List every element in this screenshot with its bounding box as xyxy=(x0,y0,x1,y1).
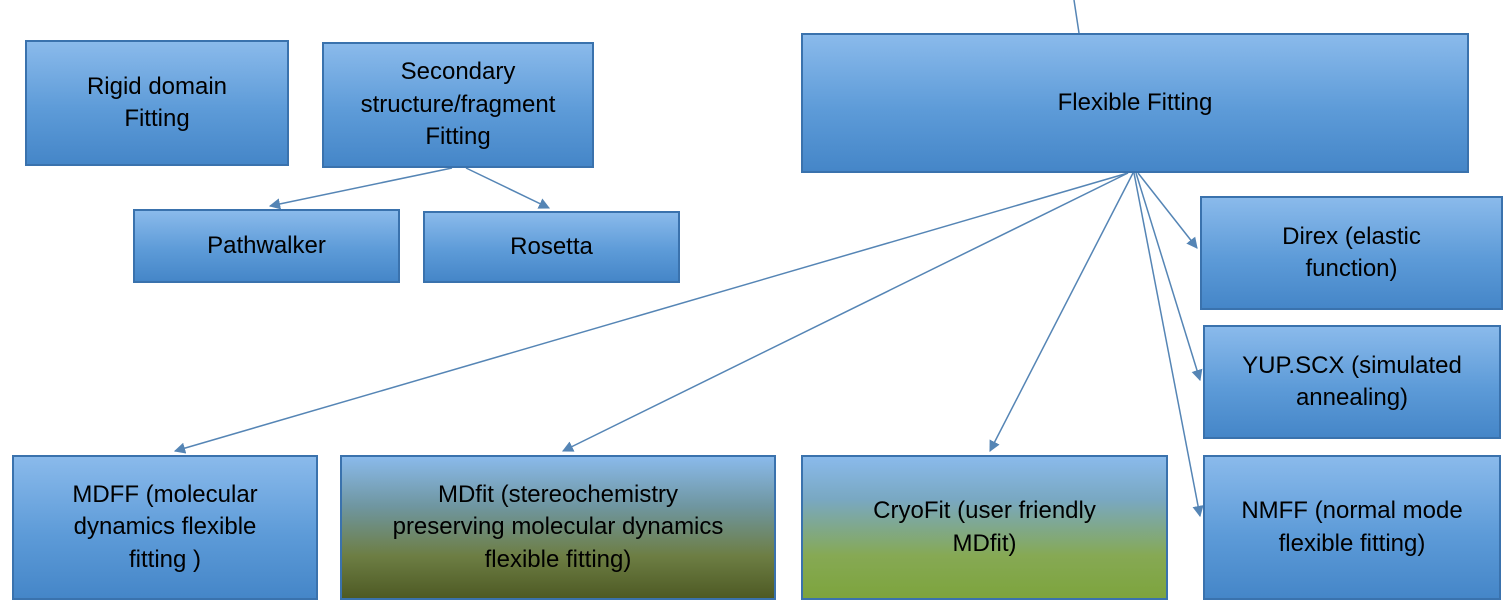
node-label: Flexible Fitting xyxy=(1057,88,1213,116)
node-mdff: MDFF (molecular dynamics flexible fittin… xyxy=(12,455,318,600)
node-label: Direx (elastic function) xyxy=(1282,222,1421,282)
node-label: Rigid domain Fitting xyxy=(86,72,228,132)
node-label: CryoFit (user friendly MDfit) xyxy=(873,497,1096,557)
node-yupscx: YUP.SCX (simulated annealing) xyxy=(1203,325,1501,439)
node-label: Pathwalker xyxy=(207,231,326,259)
node-mdfit: MDfit (stereochemistry preserving molecu… xyxy=(340,455,776,600)
node-label: Secondary structure/fragment Fitting xyxy=(360,58,556,151)
node-label: MDfit (stereochemistry preserving molecu… xyxy=(392,480,724,573)
node-rigid-domain-fitting: Rigid domain Fitting xyxy=(25,40,289,166)
node-nmff: NMFF (normal mode flexible fitting) xyxy=(1203,455,1501,600)
node-secondary-structure-fragment-fitting: Secondary structure/fragment Fitting xyxy=(322,42,594,168)
connector-secondary-pathwalker xyxy=(268,167,453,210)
node-flexible-fitting: Flexible Fitting xyxy=(801,33,1469,173)
node-label: YUP.SCX (simulated annealing) xyxy=(1242,351,1462,411)
connector-flexible-yupscx xyxy=(1135,172,1203,382)
node-direx: Direx (elastic function) xyxy=(1200,196,1503,310)
node-label: Rosetta xyxy=(510,232,593,260)
connector-flexible-direx xyxy=(1137,172,1198,249)
connector-flexible-cryofit xyxy=(989,172,1134,453)
node-label: MDFF (molecular dynamics flexible fittin… xyxy=(72,480,258,573)
node-pathwalker: Pathwalker xyxy=(133,209,400,283)
node-label: NMFF (normal mode flexible fitting) xyxy=(1241,497,1463,557)
connector-secondary-rosetta xyxy=(465,167,551,209)
node-rosetta: Rosetta xyxy=(423,211,680,283)
node-cryofit: CryoFit (user friendly MDfit) xyxy=(801,455,1168,600)
connector-top-stub xyxy=(1073,0,1080,34)
